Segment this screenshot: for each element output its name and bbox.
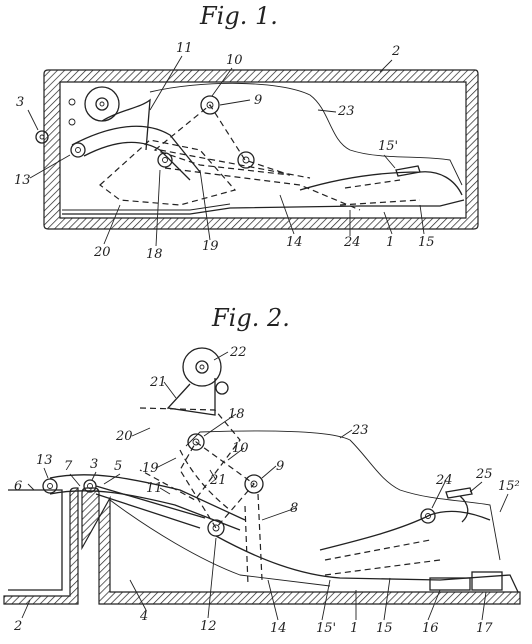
fig2-ref-2: 2 xyxy=(13,619,22,634)
fig2-ref-6: 6 xyxy=(14,479,22,494)
figure-1: Fig. 1. xyxy=(14,2,479,262)
fig2-sole-plate xyxy=(215,535,519,593)
fig2-ref-18: 18 xyxy=(228,407,245,422)
fig2-pin-24 xyxy=(420,508,436,524)
fig1-ref-14: 14 xyxy=(286,235,303,250)
fig2-roller xyxy=(182,347,222,387)
fig1-pivot-9 xyxy=(200,95,220,115)
fig2-ref-4: 4 xyxy=(139,609,148,624)
fig2-ref-21: 21 xyxy=(149,375,167,390)
fig2-spring-dashed xyxy=(324,539,441,576)
fig2-ref-25: 25 xyxy=(475,467,493,482)
fig2-lever-arm xyxy=(49,474,246,531)
fig1-hinge-pin xyxy=(35,130,49,144)
fig2-ref-16: 16 xyxy=(422,621,439,636)
fig2-block-17 xyxy=(471,571,503,591)
fig2-ref-3: 3 xyxy=(90,457,98,472)
fig2-roller-pin xyxy=(215,381,229,395)
fig1-ref-19: 19 xyxy=(202,239,219,254)
fig1-lever-pivot xyxy=(70,142,86,158)
fig2-bracket xyxy=(139,407,241,501)
fig1-ref-18: 18 xyxy=(146,247,163,262)
fig1-spring-dashed xyxy=(339,179,421,206)
fig2-ref-9: 9 xyxy=(276,459,284,474)
fig1-pivot-lower xyxy=(237,151,255,169)
fig1-ref-9: 9 xyxy=(254,93,262,108)
fig1-ref-11: 11 xyxy=(176,41,193,56)
fig1-ref-23: 23 xyxy=(337,104,355,119)
fig2-ref-7: 7 xyxy=(64,459,73,474)
fig2-title: Fig. 2. xyxy=(211,304,290,332)
fig2-spring-5 xyxy=(95,485,206,529)
fig1-spring-plate xyxy=(299,171,463,196)
fig1-leader-lines xyxy=(27,55,425,247)
fig1-lever-arm xyxy=(71,125,201,181)
fig2-ref-5: 5 xyxy=(114,459,122,474)
fig2-ref-24: 24 xyxy=(435,473,453,488)
fig2-hinge-13 xyxy=(42,478,58,494)
fig2-ref-23: 23 xyxy=(351,423,369,438)
fig1-ref-2: 2 xyxy=(391,44,400,59)
fig2-ref-22: 22 xyxy=(229,345,247,360)
fig2-pivot-18 xyxy=(187,433,205,451)
fig1-rivet xyxy=(68,98,76,106)
fig1-main-lever xyxy=(159,149,361,211)
fig2-ref-11: 11 xyxy=(146,481,163,496)
fig1-ref-1: 1 xyxy=(386,235,394,250)
fig2-clip xyxy=(445,487,473,523)
fig2-ref-13: 13 xyxy=(36,453,53,468)
fig1-ref-24: 24 xyxy=(343,235,361,250)
fig1-ref-3: 3 xyxy=(16,95,24,110)
fig1-lever-upper xyxy=(101,98,151,151)
fig2-pivot-9 xyxy=(244,474,264,494)
fig2-boot-upper xyxy=(185,430,501,561)
fig1-ref-15: 15 xyxy=(418,235,435,250)
fig1-roller xyxy=(84,86,120,122)
fig1-boot-upper xyxy=(149,82,463,186)
fig2-ref-12: 12 xyxy=(200,619,217,634)
fig1-ref-15-prime: 15' xyxy=(378,139,398,154)
fig2-left-panel xyxy=(8,489,63,591)
fig2-housing-left xyxy=(3,487,79,605)
fig2-upright xyxy=(244,493,263,586)
figure-2: Fig. 2. xyxy=(3,304,521,636)
fig1-base-plate xyxy=(62,199,465,215)
fig2-ref-15: 15 xyxy=(376,621,393,636)
fig1-ref-20: 20 xyxy=(93,245,111,260)
fig2-slot xyxy=(179,449,231,511)
fig1-clip xyxy=(395,165,421,177)
fig2-ref-1: 1 xyxy=(350,621,358,636)
fig2-block-16 xyxy=(429,577,471,591)
fig1-ref-13: 13 xyxy=(14,173,31,188)
fig2-ref-17: 17 xyxy=(476,621,493,636)
fig2-sole-inner xyxy=(109,499,331,587)
fig2-ref-14: 14 xyxy=(270,621,287,636)
fig2-ref-15-prime: 15' xyxy=(316,621,336,636)
fig2-ref-21b: 21 xyxy=(209,473,227,488)
fig1-housing xyxy=(43,69,479,230)
fig1-cam-block xyxy=(99,139,237,206)
fig1-base-inner xyxy=(62,203,231,211)
fig2-leader-lines xyxy=(21,351,509,621)
fig2-ref-15-sq: 15² xyxy=(498,479,520,494)
fig1-title: Fig. 1. xyxy=(199,2,278,30)
fig1-link-plate xyxy=(153,104,291,176)
fig2-ref-10: 10 xyxy=(232,441,249,456)
fig1-ref-10: 10 xyxy=(226,53,243,68)
fig2-housing-floor xyxy=(81,487,521,605)
fig2-ref-20: 20 xyxy=(115,429,133,444)
fig1-rivet xyxy=(68,118,76,126)
fig2-ref-19: 19 xyxy=(142,461,159,476)
fig1-pivot-left xyxy=(157,152,173,168)
fig2-roller-arm xyxy=(166,378,216,416)
